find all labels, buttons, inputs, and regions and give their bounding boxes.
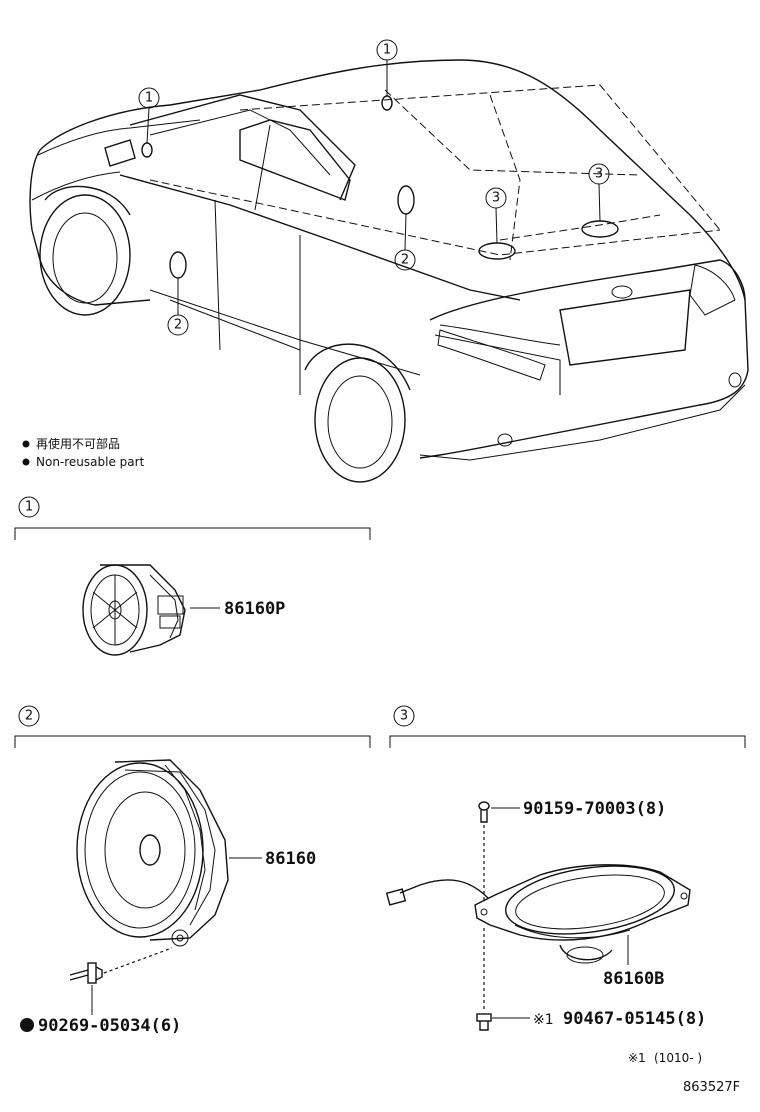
legend-dot-icon [22, 440, 30, 448]
svg-text:3: 3 [492, 191, 500, 206]
svg-text:2: 2 [174, 318, 182, 333]
car-callout-3-left: 3 [485, 187, 507, 244]
car-callout-2-rear-door: 2 [394, 213, 416, 271]
section-1-label: 1 [25, 500, 33, 515]
svg-text:2: 2 [401, 253, 409, 268]
drawing-id: 863527F [683, 1080, 740, 1095]
screw-90269-drawing [69, 947, 173, 1015]
note-mark-1: ※1 [533, 1012, 554, 1028]
section-3: 3 90159-70003(8) 86160B [385, 705, 746, 1031]
part-number-86160B: 86160B [603, 969, 664, 989]
car-callout-3-right: 3 [588, 163, 610, 222]
part-number-90269-05034: 90269-05034(6) [38, 1016, 181, 1036]
footnote-mark: ※1 [628, 1051, 646, 1065]
car-illustration [29, 59, 749, 483]
part-number-90159-70003: 90159-70003(8) [523, 799, 666, 819]
car-callout-1-roof: 1 [376, 39, 398, 96]
footnote: ※1 (1010- ) [628, 1051, 702, 1065]
section-1: 1 86160P [14, 496, 371, 656]
speaker-86160-drawing [76, 759, 229, 947]
part-number-86160: 86160 [265, 849, 316, 869]
non-reusable-dot-icon [20, 1018, 34, 1032]
speaker-86160B-drawing [385, 864, 691, 964]
section-2: 2 86160 90269-05034(6) [14, 705, 371, 1036]
tweeter-86160P-drawing [82, 564, 186, 656]
part-number-90467-05145: 90467-05145(8) [563, 1009, 706, 1029]
footnote-text: (1010- ) [654, 1051, 702, 1065]
legend-japanese: 再使用不可部品 [36, 436, 120, 451]
legend-dot-icon [22, 458, 30, 466]
screw-90467-drawing [476, 1013, 530, 1031]
svg-text:1: 1 [145, 91, 153, 106]
svg-text:1: 1 [383, 43, 391, 58]
legend-english: Non-reusable part [36, 455, 145, 469]
part-number-86160P: 86160P [224, 599, 285, 619]
car-callout-1-front: 1 [138, 87, 160, 144]
screw-90159-drawing [478, 801, 520, 823]
svg-text:3: 3 [595, 167, 603, 182]
section-2-label: 2 [25, 709, 33, 724]
car-callout-2-front-door: 2 [167, 278, 189, 336]
legend: 再使用不可部品 Non-reusable part [22, 436, 145, 469]
section-3-label: 3 [400, 709, 408, 724]
